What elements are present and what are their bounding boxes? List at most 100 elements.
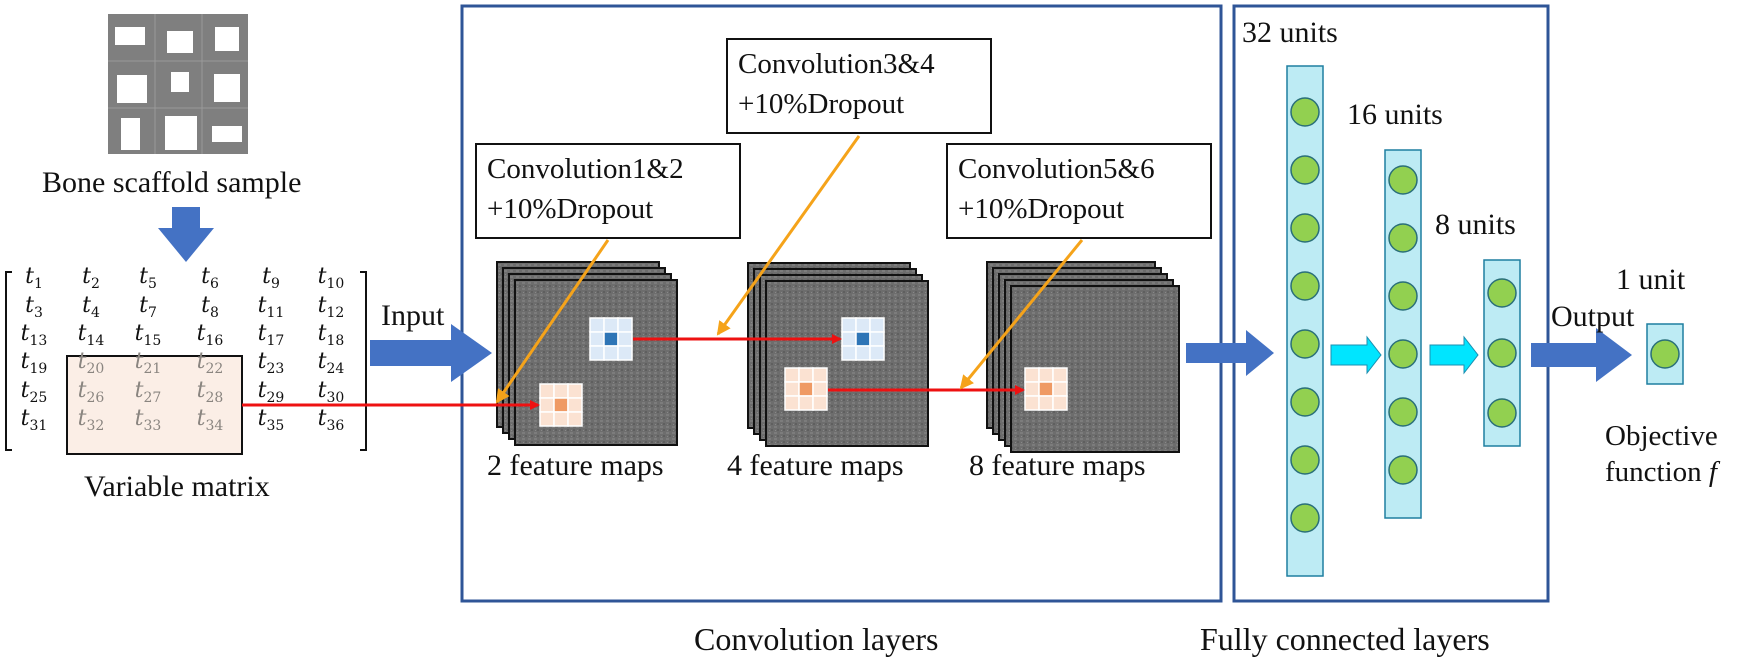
matrix-cell-index: 20 [86, 361, 105, 377]
bone-scaffold-label: Bone scaffold sample [42, 166, 302, 199]
matrix-cell: t30 [317, 378, 345, 406]
matrix-cell: t13 [20, 321, 48, 349]
matrix-cell-index: 8 [209, 305, 219, 321]
matrix-cell: t5 [139, 264, 157, 292]
convolution-layers-label: Convolution layers [694, 621, 939, 657]
fc-node [1388, 281, 1418, 311]
matrix-cell-index: 27 [143, 390, 162, 406]
filter-cell [603, 317, 619, 333]
matrix-cell-index: 30 [326, 390, 345, 406]
filter-cell [1052, 381, 1068, 397]
filter-orange-3 [1024, 367, 1068, 411]
fc-node [1290, 445, 1320, 475]
matrix-right-bracket [360, 271, 367, 451]
matrix-cell: t15 [134, 321, 162, 349]
feature-map-stack-3 [986, 261, 1180, 453]
matrix-cell-index: 6 [209, 276, 219, 292]
conv-5-6-callout: Convolution5&6 +10%Dropout [946, 143, 1212, 239]
fc-layer-2 [1384, 149, 1422, 519]
objective-line-2: function [1605, 456, 1702, 488]
filter-cell [539, 397, 555, 413]
fc-8-units-label: 8 units [1435, 208, 1516, 241]
matrix-cell: t6 [201, 264, 219, 292]
filter-cell [855, 317, 871, 333]
filter-cell [855, 331, 871, 347]
matrix-cell-index: 33 [143, 418, 162, 434]
feature-map-stack-2 [747, 262, 929, 447]
filter-cell [567, 383, 583, 399]
matrix-cell-index: 21 [143, 361, 162, 377]
filter-cell [812, 395, 828, 411]
matrix-cell: t36 [317, 406, 345, 434]
matrix-cell: t28 [196, 378, 224, 406]
matrix-cell: t9 [262, 264, 280, 292]
filter-cell [841, 317, 857, 333]
fc-arrow-2-icon [1429, 335, 1479, 375]
matrix-cell: t17 [257, 321, 285, 349]
matrix-cell: t8 [201, 293, 219, 321]
fc-node [1290, 213, 1320, 243]
filter-cell [1024, 395, 1040, 411]
filter-cell [553, 397, 569, 413]
down-arrow-icon [158, 207, 214, 262]
filter-cell [617, 345, 633, 361]
fc-node [1290, 155, 1320, 185]
conv-3-4-title: Convolution3&4 [738, 48, 935, 80]
filter-cell [1038, 381, 1054, 397]
fc-node [1487, 278, 1517, 308]
feature-maps-4-label: 4 feature maps [727, 449, 904, 482]
fc-node [1487, 338, 1517, 368]
fc-node [1388, 397, 1418, 427]
filter-cell [784, 367, 800, 383]
fc-node [1388, 455, 1418, 485]
filter-blue-2 [841, 317, 885, 361]
matrix-cell-index: 28 [205, 390, 224, 406]
matrix-cell-index: 29 [266, 390, 285, 406]
feature-maps-8-label: 8 feature maps [969, 449, 1146, 482]
matrix-cell: t7 [139, 293, 157, 321]
filter-cell [539, 383, 555, 399]
matrix-cell-index: 26 [86, 390, 105, 406]
matrix-cell: t3 [25, 293, 43, 321]
filter-cell [841, 331, 857, 347]
fc-node [1388, 223, 1418, 253]
fc-node [1388, 339, 1418, 369]
filter-cell [1024, 381, 1040, 397]
fc-32-units-label: 32 units [1242, 16, 1338, 49]
filter-cell [567, 397, 583, 413]
filter-cell [1024, 367, 1040, 383]
matrix-cell: t21 [134, 349, 162, 377]
fc-node [1650, 339, 1680, 369]
filter-cell [798, 395, 814, 411]
filter-cell [589, 331, 605, 347]
fc-node [1388, 165, 1418, 195]
matrix-cell-index: 3 [33, 305, 43, 321]
matrix-cell: t27 [134, 378, 162, 406]
matrix-cell: t31 [20, 406, 48, 434]
pointer-conv-3-4 [716, 135, 861, 336]
fc-node [1290, 329, 1320, 359]
filter-cell [784, 381, 800, 397]
filter-cell [1052, 367, 1068, 383]
matrix-cell-index: 34 [205, 418, 224, 434]
filter-cell [812, 381, 828, 397]
filter-blue-1 [589, 317, 633, 361]
bone-scaffold-image [108, 14, 248, 154]
conv-1-2-title: Convolution1&2 [487, 153, 684, 185]
feature-map [765, 280, 929, 447]
filter-orange-2 [784, 367, 828, 411]
filter-cell [855, 345, 871, 361]
fc-node [1290, 387, 1320, 417]
conv-1-2-callout: Convolution1&2 +10%Dropout [475, 143, 741, 239]
filter-cell [812, 367, 828, 383]
matrix-cell-index: 31 [29, 418, 48, 434]
input-arrow-icon [370, 324, 492, 382]
matrix-cell: t18 [317, 321, 345, 349]
matrix-cell: t12 [317, 293, 345, 321]
fully-connected-layers-label: Fully connected layers [1200, 621, 1490, 657]
matrix-cell: t16 [196, 321, 224, 349]
filter-cell [798, 381, 814, 397]
input-label: Input [381, 299, 445, 332]
filter-cell [567, 411, 583, 427]
fc-node [1290, 271, 1320, 301]
